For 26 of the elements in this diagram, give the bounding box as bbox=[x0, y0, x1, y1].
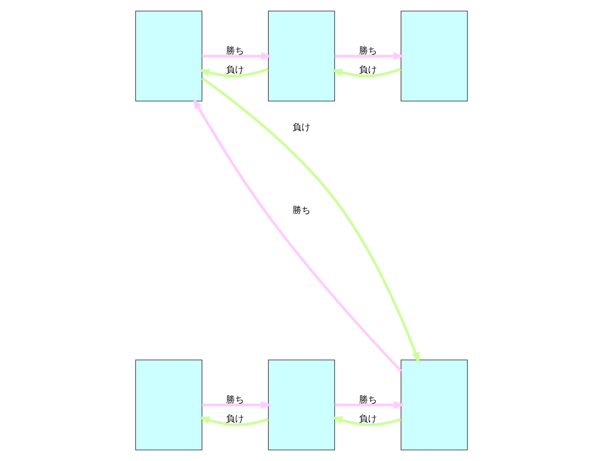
edge-label: 勝ち bbox=[358, 394, 377, 406]
edge-label: 負け bbox=[226, 64, 244, 76]
edge-label: 負け bbox=[358, 64, 377, 76]
edge-label: 負け bbox=[358, 413, 377, 424]
arrow bbox=[202, 401, 272, 409]
edge-label: 負け bbox=[226, 413, 244, 424]
edge-label: 負け bbox=[292, 122, 310, 133]
node-box bbox=[400, 360, 468, 450]
arrow bbox=[334, 52, 405, 60]
arrow bbox=[331, 416, 402, 426]
arrow bbox=[201, 77, 420, 364]
edge-label: 勝ち bbox=[292, 205, 310, 216]
edge-label: 勝ち bbox=[226, 394, 244, 406]
node-box bbox=[135, 10, 202, 102]
arrow bbox=[334, 401, 405, 409]
node-box bbox=[268, 360, 335, 450]
node-box bbox=[268, 10, 335, 102]
arrow bbox=[192, 98, 402, 372]
edge-label: 勝ち bbox=[358, 46, 377, 57]
edge-label: 勝ち bbox=[226, 46, 244, 57]
arrow bbox=[331, 68, 402, 78]
node-box bbox=[135, 360, 202, 450]
arrow bbox=[198, 68, 268, 78]
arrow bbox=[198, 416, 269, 426]
node-box bbox=[400, 10, 468, 102]
arrow bbox=[202, 52, 272, 60]
